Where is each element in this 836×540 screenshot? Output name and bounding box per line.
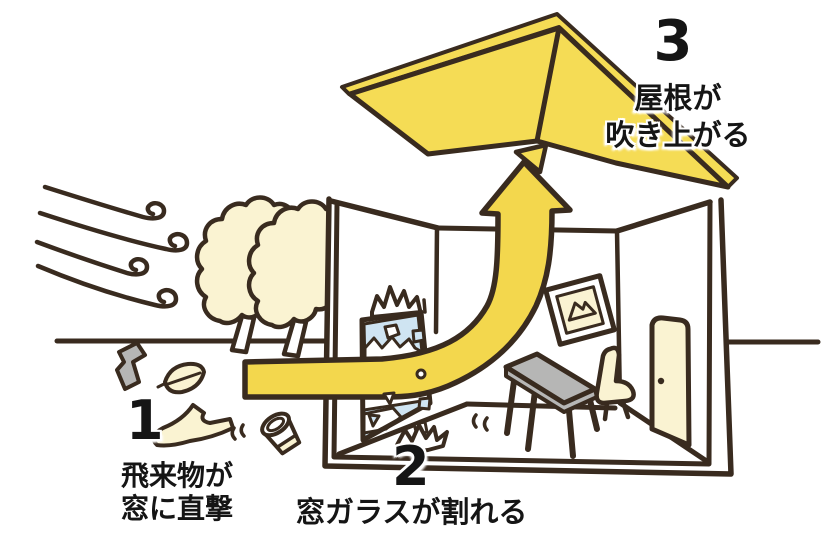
debris-motion-marks-icon <box>230 423 246 441</box>
broken-window-icon <box>359 309 433 443</box>
picture-frame-icon <box>543 273 617 347</box>
debris-cup-icon <box>260 411 302 456</box>
step1-caption-line2: 窓に直撃 <box>121 492 234 525</box>
step3-caption-line2: 吹き上がる <box>605 118 751 152</box>
impact-burst-icon <box>370 285 449 454</box>
debris-pipe-icon <box>115 341 147 391</box>
chair-icon <box>594 345 636 422</box>
roof-hip-corner <box>513 142 549 175</box>
wind-gust-lines-icon <box>34 184 190 309</box>
step2-number: 2 <box>392 435 430 498</box>
airflow-arrow-icon <box>242 159 573 400</box>
step1-caption-line1: 飛来物が <box>121 459 234 492</box>
lifted-roof-icon <box>340 12 739 190</box>
arrow-body <box>242 159 573 400</box>
step3-caption-line1: 屋根が <box>634 81 722 115</box>
step2-caption-line1: 窓ガラスが割れる <box>296 495 528 529</box>
step3-number: 3 <box>653 9 693 74</box>
door-knob <box>657 377 665 385</box>
debris-branch-icon <box>151 403 235 448</box>
step1-number: 1 <box>126 389 164 452</box>
debris-leaf-icon <box>156 361 206 395</box>
door-icon <box>649 315 692 448</box>
floor-motion-marks-icon <box>471 413 489 432</box>
